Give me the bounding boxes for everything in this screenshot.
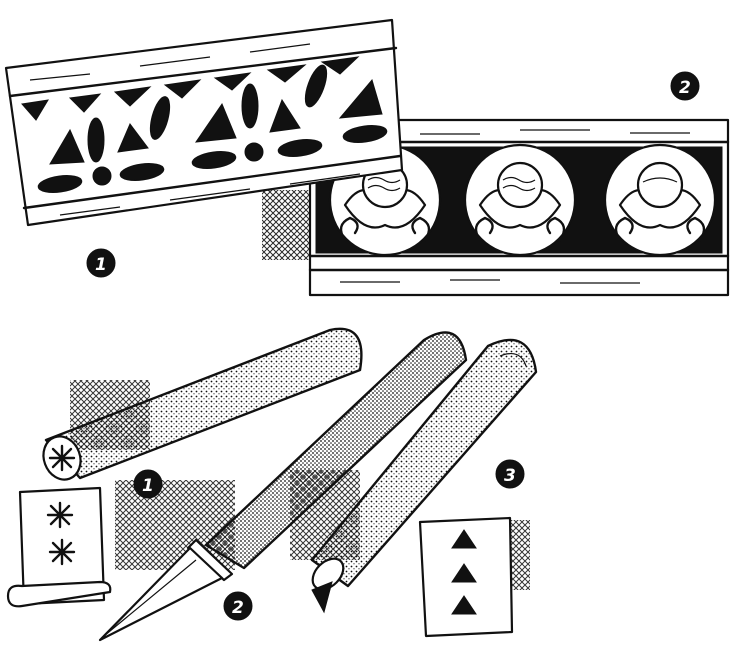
floral-medallion xyxy=(603,143,717,257)
svg-text:1: 1 xyxy=(142,476,154,496)
chip-triangles-mid xyxy=(49,78,383,165)
chip-triangles-top xyxy=(21,56,360,121)
svg-text:1: 1 xyxy=(95,255,107,275)
svg-text:3: 3 xyxy=(504,466,516,486)
badge-ornament-2: 2 xyxy=(670,71,700,101)
svg-text:2: 2 xyxy=(679,78,691,98)
chip-leaves xyxy=(37,64,388,193)
stamp-sample-scroll xyxy=(6,486,112,608)
triangle-sample-card xyxy=(418,516,514,638)
badge-ornament-1: 1 xyxy=(86,248,116,278)
badge-tool-2: 2 xyxy=(223,591,253,621)
floral-medallion xyxy=(463,143,577,257)
tool-triangle-punch xyxy=(310,338,538,614)
tool-punch-stamp xyxy=(42,327,363,481)
badge-tool-1: 1 xyxy=(133,469,163,499)
shadow-hatch xyxy=(115,480,235,570)
tool-carving-knife xyxy=(98,331,468,642)
badge-tool-3: 3 xyxy=(495,459,525,489)
ornament-geometric-border xyxy=(4,18,404,227)
svg-text:2: 2 xyxy=(232,598,244,618)
